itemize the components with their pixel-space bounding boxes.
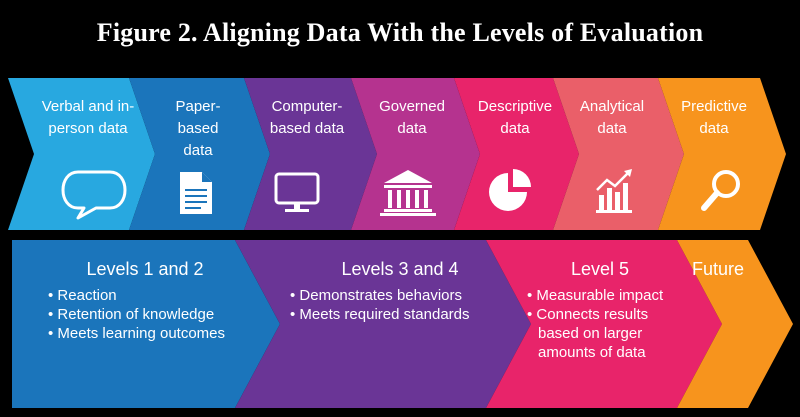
monitor-icon <box>274 172 320 212</box>
level-bullets-3-4: • Demonstrates behaviors • Meets require… <box>290 286 470 324</box>
chevron-predictive <box>658 78 786 230</box>
list-item: • Measurable impact <box>527 287 664 304</box>
data-type-label-predictive: Predictive data <box>681 98 747 137</box>
bar-chart-trend-icon <box>596 169 632 213</box>
chevron-analytical <box>553 78 684 230</box>
pie-chart-icon <box>489 169 531 211</box>
list-item: • Meets required standards <box>290 306 470 323</box>
data-type-label-descriptive: Descriptive data <box>477 98 553 137</box>
level-title-5: Level 5 <box>570 259 630 279</box>
list-item: • Demonstrates behaviors <box>290 287 462 304</box>
chevron-levels-1-2 <box>12 240 280 408</box>
data-type-label-paper: Paper-based data <box>175 98 221 159</box>
level-title-3-4: Levels 3 and 4 <box>341 259 459 279</box>
list-item: • Retention of knowledge <box>48 306 215 323</box>
data-type-label-governed: Governed data <box>379 98 445 137</box>
data-type-label-computer: Computer-based data <box>269 98 345 137</box>
chevron-verbal <box>8 78 155 230</box>
chevron-descriptive <box>454 78 579 230</box>
level-bullets-5: • Measurable impact • Connects results b… <box>527 286 687 362</box>
list-item: • Reaction <box>48 287 117 304</box>
chevron-paper <box>129 78 270 230</box>
figure-title: Figure 2. Aligning Data With the Levels … <box>96 18 704 47</box>
building-columns-icon <box>380 170 436 216</box>
level-title-future: Future <box>691 259 745 279</box>
chevron-governed <box>351 78 480 230</box>
speech-bubble-icon <box>61 170 127 220</box>
data-type-label-analytical: Analytical data <box>579 98 645 137</box>
document-icon <box>180 172 212 214</box>
magnifier-icon <box>701 170 740 211</box>
level-title-1-2: Levels 1 and 2 <box>86 259 204 279</box>
chevron-future <box>677 240 793 408</box>
chevron-level-5 <box>486 240 722 408</box>
list-item: • Connects results based on larger amoun… <box>527 306 649 361</box>
list-item: • Meets learning outcomes <box>48 325 226 342</box>
chevron-levels-3-4 <box>235 240 531 408</box>
level-bullets-1-2: • Reaction • Retention of knowledge • Me… <box>48 286 225 343</box>
data-type-label-verbal: Verbal and in-person data <box>41 98 135 137</box>
